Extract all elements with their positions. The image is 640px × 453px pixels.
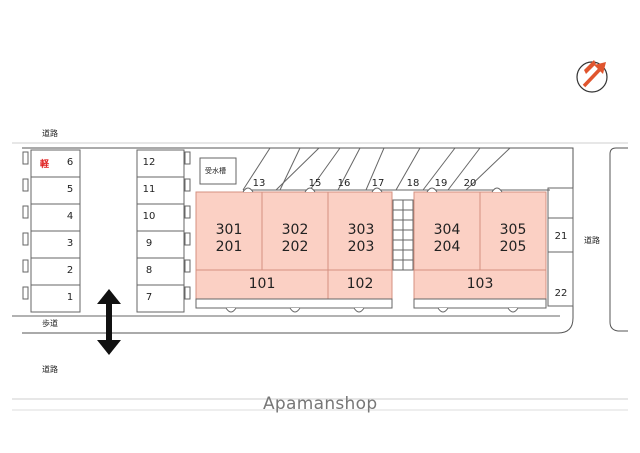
unit-label: 303 bbox=[347, 222, 375, 238]
parking-number: 15 bbox=[308, 178, 322, 189]
unit-label: 302 bbox=[281, 222, 309, 238]
parking-number: 22 bbox=[554, 288, 568, 299]
unit-label: 201 bbox=[215, 239, 243, 255]
unit-label: 103 bbox=[466, 276, 494, 292]
water-tank-label: 受水槽 bbox=[205, 167, 226, 175]
parking-number: 10 bbox=[142, 211, 156, 222]
parking-number: 6 bbox=[66, 157, 74, 168]
parking-number: 13 bbox=[252, 178, 266, 189]
unit-label: 101 bbox=[248, 276, 276, 292]
road-label-right: 道路 bbox=[584, 236, 600, 245]
road-label-bottom: 道路 bbox=[42, 365, 58, 374]
north-compass-icon bbox=[576, 60, 608, 93]
kei-car-label: 軽 bbox=[40, 160, 50, 170]
unit-label: 203 bbox=[347, 239, 375, 255]
parking-number: 3 bbox=[66, 238, 74, 249]
road-label-top: 道路 bbox=[42, 129, 58, 138]
parking-number: 16 bbox=[337, 178, 351, 189]
parking-number: 12 bbox=[142, 157, 156, 168]
parking-number: 9 bbox=[145, 238, 153, 249]
unit-label: 305 bbox=[499, 222, 527, 238]
parking-number: 18 bbox=[406, 178, 420, 189]
parking-number: 11 bbox=[142, 184, 156, 195]
parking-number: 17 bbox=[371, 178, 385, 189]
parking-number: 21 bbox=[554, 231, 568, 242]
parking-number: 8 bbox=[145, 265, 153, 276]
sidewalk-label: 歩道 bbox=[42, 319, 58, 328]
parking-number: 2 bbox=[66, 265, 74, 276]
parking-number: 5 bbox=[66, 184, 74, 195]
parking-number: 4 bbox=[66, 211, 74, 222]
parking-number: 7 bbox=[145, 292, 153, 303]
parking-number: 1 bbox=[66, 292, 74, 303]
unit-label: 102 bbox=[346, 276, 374, 292]
unit-label: 205 bbox=[499, 239, 527, 255]
double-arrow-icon bbox=[97, 289, 121, 355]
parking-number: 20 bbox=[463, 178, 477, 189]
brand-logo: Apamanshop bbox=[263, 394, 378, 414]
unit-label: 202 bbox=[281, 239, 309, 255]
unit-label: 301 bbox=[215, 222, 243, 238]
unit-label: 204 bbox=[433, 239, 461, 255]
unit-label: 304 bbox=[433, 222, 461, 238]
parking-number: 19 bbox=[434, 178, 448, 189]
